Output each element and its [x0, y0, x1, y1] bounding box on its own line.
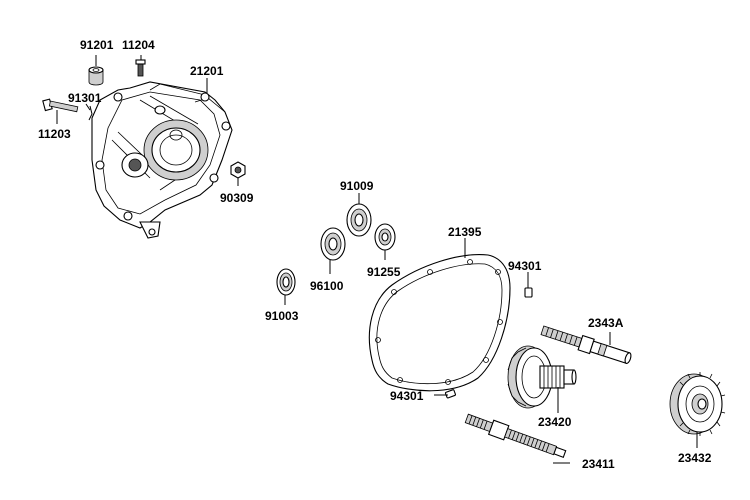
label-94301-upper: 94301 — [508, 259, 542, 273]
label-91009: 91009 — [340, 179, 374, 193]
transmission-cover-21201 — [91, 81, 233, 239]
part-labels: 91201 11204 21201 91301 11203 90309 9100… — [38, 38, 712, 471]
gear-23432 — [669, 372, 726, 436]
label-23420: 23420 — [538, 415, 572, 429]
gear-23420 — [507, 345, 577, 409]
label-21201: 21201 — [190, 64, 224, 78]
label-91003: 91003 — [265, 309, 299, 323]
label-96100: 96100 — [310, 279, 344, 293]
gasket-21395 — [368, 254, 511, 392]
bolt-11203 — [42, 98, 79, 113]
label-2343A: 2343A — [588, 316, 624, 330]
bearing-91003 — [276, 268, 296, 296]
dowel-pin-94301-upper — [524, 287, 533, 298]
bearing-96100 — [320, 227, 346, 261]
label-11203: 11203 — [38, 127, 71, 141]
label-11204: 11204 — [122, 38, 155, 52]
dowel-pin-94301-lower — [444, 389, 456, 399]
clip-91301 — [88, 105, 93, 121]
nut-90309 — [230, 161, 246, 179]
bearing-91255 — [374, 223, 396, 251]
pin-11204 — [135, 59, 146, 77]
leader-lines — [56, 55, 698, 464]
shaft-2343A — [540, 325, 632, 365]
label-91255: 91255 — [367, 265, 401, 279]
dowel-bushing-91201 — [88, 66, 104, 86]
bearing-91009 — [346, 203, 372, 237]
label-23432: 23432 — [678, 451, 712, 465]
shaft-23411 — [464, 413, 567, 458]
label-21395: 21395 — [448, 225, 482, 239]
label-91201: 91201 — [80, 38, 114, 52]
label-91301: 91301 — [68, 91, 102, 105]
label-94301-lower: 94301 — [390, 389, 424, 403]
label-23411: 23411 — [582, 457, 615, 471]
label-90309: 90309 — [220, 191, 254, 205]
